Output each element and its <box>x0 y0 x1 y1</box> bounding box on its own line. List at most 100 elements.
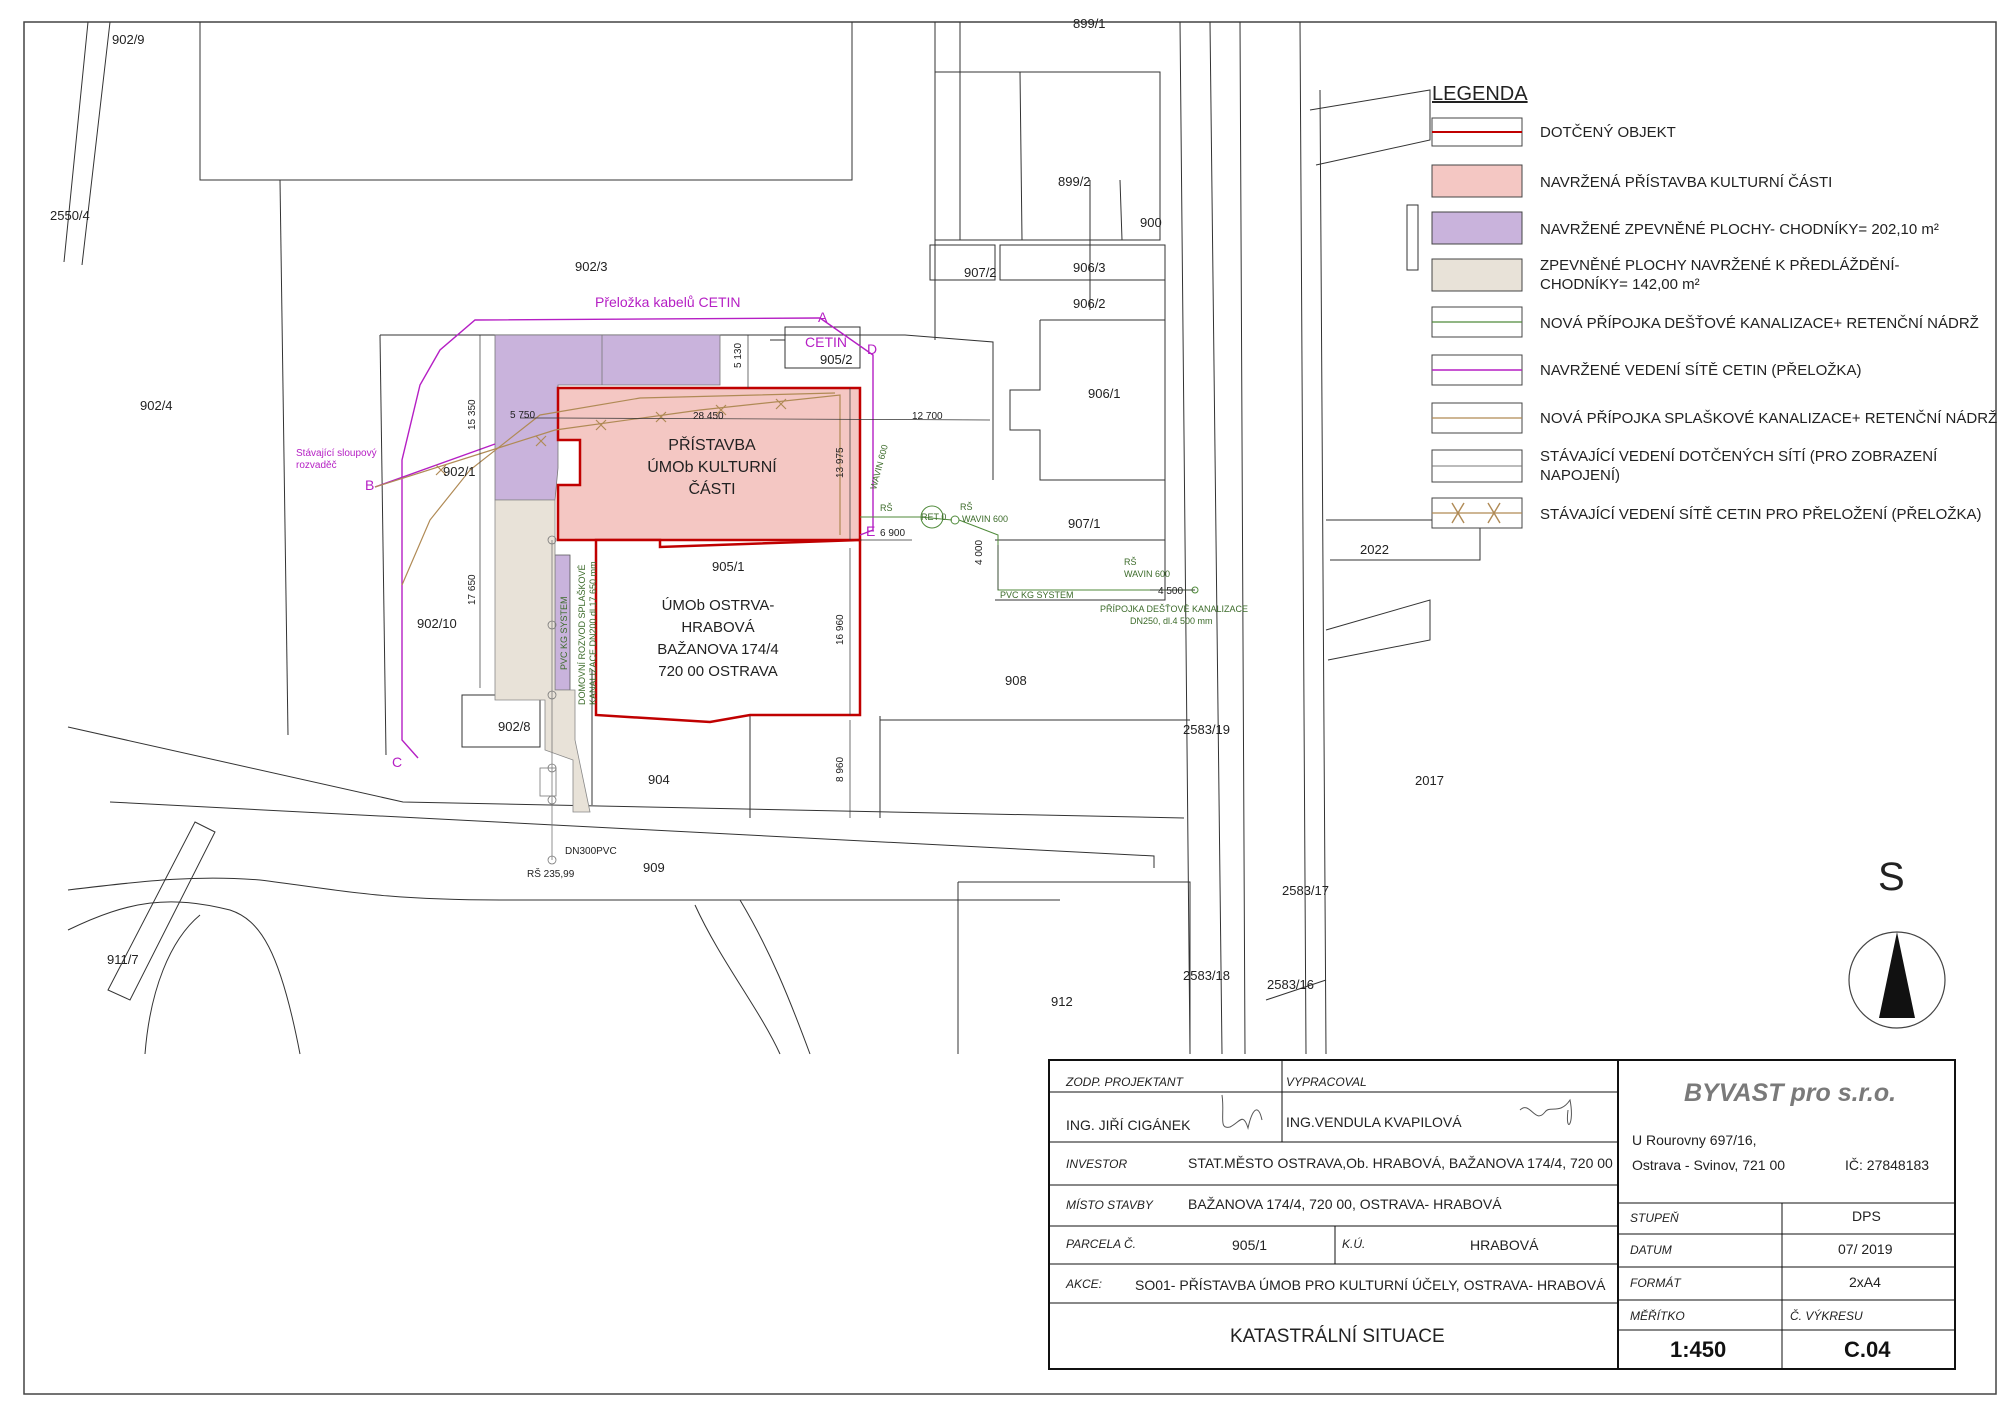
dim-5130: 5 130 <box>733 343 744 368</box>
rs-label: RŠ <box>880 503 893 513</box>
pvc-label: PVC KG SYSTEM <box>1000 590 1074 600</box>
parcel-label: 906/3 <box>1073 260 1106 275</box>
existing-building <box>594 538 862 724</box>
company-address: Ostrava - Svinov, 721 00 <box>1632 1157 1785 1173</box>
parcel-labels: 902/9 2550/4 902/3 902/4 902/1 902/10 90… <box>50 16 1444 1009</box>
wavin-label: WAVIN 600 <box>1124 569 1170 579</box>
parcel-line <box>1325 599 1431 661</box>
parcel-label: 2583/16 <box>1267 977 1314 992</box>
point-label-e: E <box>866 523 875 539</box>
parcel-line <box>935 71 1161 241</box>
meritko-label: MĚŘÍTKO <box>1630 1308 1685 1323</box>
pole-label: rozvaděč <box>296 460 337 471</box>
legend-label: NOVÁ PŘÍPOJKA DEŠŤOVÉ KANALIZACE+ RETENČ… <box>1540 315 1979 332</box>
map-annotations: Přeložka kabelů CETIN CETIN Stávající sl… <box>296 294 1248 880</box>
parcel-label: 906/1 <box>1088 386 1121 401</box>
stupen-value: DPS <box>1852 1208 1881 1224</box>
extension-text-line: ÚMOb KULTURNÍ <box>647 457 777 476</box>
parcel-line <box>1265 979 1327 1001</box>
existing-text-line: BAŽANOVA 174/4 <box>657 641 778 658</box>
parcel-label: 899/1 <box>1073 16 1106 31</box>
parcel-label: 2583/17 <box>1282 883 1329 898</box>
company-address: U Rourovny 697/16, <box>1632 1132 1757 1148</box>
legend-label: ZPEVNĚNÉ PLOCHY NAVRŽENÉ K PŘEDLÁŽDĚNÍ- <box>1540 257 1900 274</box>
point-label-a: A <box>818 309 828 325</box>
legend-swatch-x-markers <box>1451 502 1501 524</box>
cetin-box-label: CETIN <box>805 334 847 350</box>
cetin-existing-x-markers <box>435 398 787 476</box>
parcel-label: 902/4 <box>140 398 173 413</box>
legend-swatch-purple <box>1431 211 1523 245</box>
parcel-label: 905/2 <box>820 352 853 367</box>
title-block-frame <box>1048 1059 1956 1370</box>
road-line <box>1299 21 1327 1055</box>
zodp-value: ING. JIŘÍ CIGÁNEK <box>1066 1117 1191 1133</box>
parcel-label: 2017 <box>1415 773 1444 788</box>
pripojka-label: DN250, dl.4 500 mm <box>1130 616 1213 626</box>
legend-label: CHODNÍKY= 142,00 m² <box>1540 276 1700 293</box>
storm-sewer <box>860 505 1199 594</box>
parcel-label: 2022 <box>1360 542 1389 557</box>
misto-label: MÍSTO STAVBY <box>1066 1197 1154 1212</box>
parcel-label: 2550/4 <box>50 208 90 223</box>
parcel-line <box>63 21 111 266</box>
parcel-label: 899/2 <box>1058 174 1091 189</box>
parcel-label: 2583/19 <box>1183 722 1230 737</box>
format-value: 2xA4 <box>1849 1274 1881 1290</box>
investor-value: STAT.MĚSTO OSTRAVA,Ob. HRABOVÁ, BAŽANOVA… <box>1188 1155 1613 1171</box>
cetin-existing-line <box>374 392 841 586</box>
parcel-line <box>279 179 289 736</box>
dimension-lines <box>479 335 1195 818</box>
vykres-value: C.04 <box>1844 1337 1891 1362</box>
parcel-line <box>379 334 387 756</box>
road-line <box>144 914 201 1055</box>
parcel-line <box>1406 204 1419 271</box>
parcel-label: 909 <box>643 860 665 875</box>
existing-text-line: HRABOVÁ <box>681 619 754 636</box>
parcel-label: 907/1 <box>1068 516 1101 531</box>
legend-label: DOTČENÝ OBJEKT <box>1540 124 1676 141</box>
dim-13975: 13 975 <box>835 447 846 478</box>
parcel-line <box>1019 71 1123 310</box>
dim-5750: 5 750 <box>510 410 535 421</box>
north-arrow: S <box>1848 855 1946 1029</box>
sewer-connection <box>539 535 557 865</box>
dim-28450: 28 450 <box>693 411 724 422</box>
parcel-label: 908 <box>1005 673 1027 688</box>
misto-value: BAŽANOVA 174/4, 720 00, OSTRAVA- HRABOVÁ <box>1188 1196 1502 1212</box>
akce-label: AKCE: <box>1065 1277 1102 1291</box>
investor-label: INVESTOR <box>1066 1157 1127 1171</box>
ret-label: RET 0 <box>921 512 946 522</box>
company-name: BYVAST pro s.r.o. <box>1684 1079 1896 1107</box>
legend-label: NAPOJENÍ) <box>1540 467 1620 484</box>
legend-label: NOVÁ PŘÍPOJKA SPLAŠKOVÉ KANALIZACE+ RETE… <box>1540 410 1997 427</box>
datum-value: 07/ 2019 <box>1838 1241 1893 1257</box>
north-arrow-icon <box>1879 932 1915 1018</box>
dim-16960: 16 960 <box>835 614 846 645</box>
parcel-label: 912 <box>1051 994 1073 1009</box>
legend-label: STÁVAJÍCÍ VEDENÍ DOTČENÝCH SÍTÍ (PRO ZOB… <box>1540 448 1938 465</box>
dim-4000: 4 000 <box>974 540 985 565</box>
pripojka-label: PŘÍPOJKA DEŠŤOVÉ KANALIZACE <box>1100 604 1248 614</box>
dim-4500: 4 500 <box>1158 586 1183 597</box>
signature-mark <box>1221 1094 1263 1130</box>
existing-text-line: ÚMOb OSTRVA- <box>662 597 775 614</box>
dim-12700: 12 700 <box>912 411 943 422</box>
point-label-d: D <box>867 341 877 357</box>
parcel-line <box>199 22 853 181</box>
ku-value: HRABOVÁ <box>1470 1237 1539 1253</box>
legend-label: NAVRŽENÉ ZPEVNĚNÉ PLOCHY- CHODNÍKY= 202,… <box>1540 221 1939 238</box>
dim-8960: 8 960 <box>835 757 846 782</box>
drawing-title: KATASTRÁLNÍ SITUACE <box>1230 1326 1445 1347</box>
company-ico: IČ: 27848183 <box>1845 1157 1929 1173</box>
wavin-label: WAVIN 600 <box>962 514 1008 524</box>
parcel-label: 905/1 <box>712 559 745 574</box>
parcel-906-2 <box>1040 279 1166 321</box>
domovni-label: KANALIZACE DN200 dl.17 650 mm <box>588 561 598 705</box>
pvc-label: PVC KG SYSTEM <box>559 596 569 670</box>
legend: LEGENDA DOTČENÝ OBJEKT NAVRŽENÁ PŘÍSTAVB… <box>1431 83 1997 529</box>
rs-label: RŠ <box>1124 557 1137 567</box>
cetin-reroute-label: Přeložka kabelů CETIN <box>595 294 741 310</box>
domovni-label: DOMOVNÍ ROZVOD SPLAŠKOVÉ <box>577 564 587 705</box>
zodp-label: ZODP. PROJEKTANT <box>1065 1075 1185 1089</box>
